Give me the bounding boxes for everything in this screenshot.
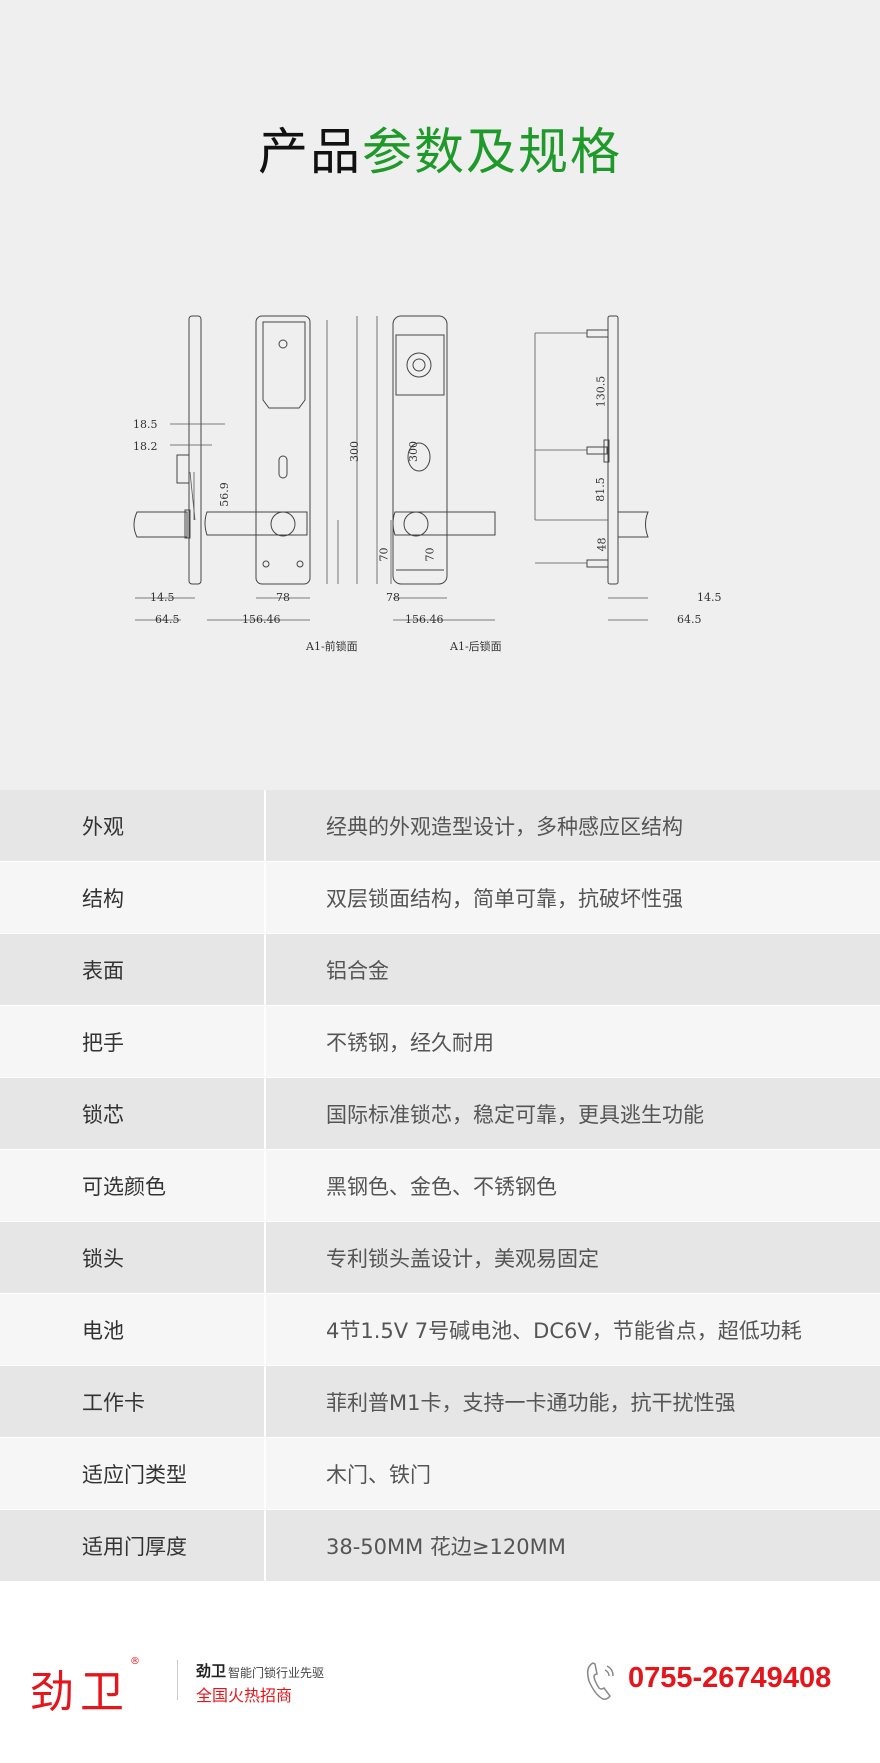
- spec-key: 结构: [0, 862, 266, 933]
- dim-156-front: 156.46: [242, 613, 281, 626]
- dim-70-front: 70: [377, 547, 391, 562]
- registered-mark: ®: [130, 1656, 146, 1667]
- spec-row: 外观 经典的外观造型设计，多种感应区结构: [0, 790, 880, 862]
- slogan: 智能门锁行业先驱: [228, 1666, 325, 1680]
- dim-48: 48: [595, 537, 609, 552]
- drawing-labels: 18.5 18.2 56.9 14.5 64.5 300 300 70 70 7…: [0, 0, 880, 700]
- spec-key: 锁芯: [0, 1078, 266, 1149]
- logo-text: 劲卫: [30, 1667, 130, 1718]
- spec-key: 工作卡: [0, 1366, 266, 1437]
- brand-logo: 劲卫®: [30, 1656, 146, 1720]
- spec-key: 锁头: [0, 1222, 266, 1293]
- dim-56-9: 56.9: [217, 482, 231, 507]
- spec-value: 木门、铁门: [326, 1462, 431, 1487]
- title-green: 参数及规格: [362, 123, 622, 181]
- dim-18-5: 18.5: [133, 418, 158, 431]
- lock-technical-drawing: [133, 315, 649, 621]
- spec-value: 双层锁面结构，简单可靠，抗破坏性强: [326, 886, 683, 911]
- spec-value: 专利锁头盖设计，美观易固定: [326, 1246, 599, 1271]
- spec-row: 适应门类型 木门、铁门: [0, 1438, 880, 1510]
- spec-row: 适用门厚度 38-50MM 花边≥120MM: [0, 1510, 880, 1582]
- spec-key: 适用门厚度: [0, 1510, 266, 1581]
- spec-value: 不锈钢，经久耐用: [326, 1030, 494, 1055]
- dim-156-back: 156.46: [405, 613, 444, 626]
- front-caption: A1-前锁面: [306, 640, 358, 653]
- spec-value: 4节1.5V 7号碱电池、DC6V，节能省点，超低功耗: [326, 1318, 802, 1343]
- spec-value: 黑钢色、金色、不锈钢色: [326, 1174, 557, 1199]
- spec-row: 电池 4节1.5V 7号碱电池、DC6V，节能省点，超低功耗: [0, 1294, 880, 1366]
- back-view: [392, 315, 496, 585]
- spec-key: 把手: [0, 1006, 266, 1077]
- spec-row: 结构 双层锁面结构，简单可靠，抗破坏性强: [0, 862, 880, 934]
- spec-row: 可选颜色 黑钢色、金色、不锈钢色: [0, 1150, 880, 1222]
- page-title: 产品参数及规格: [0, 112, 880, 184]
- dim-14-5-left: 14.5: [150, 591, 175, 604]
- side-view-right: [586, 315, 649, 585]
- brand-name: 劲卫: [196, 1662, 227, 1680]
- spec-key: 可选颜色: [0, 1150, 266, 1221]
- spec-row: 工作卡 菲利普M1卡，支持一卡通功能，抗干扰性强: [0, 1366, 880, 1438]
- spec-key: 表面: [0, 934, 266, 1005]
- spec-row: 锁芯 国际标准锁芯，稳定可靠，更具逃生功能: [0, 1078, 880, 1150]
- title-black: 产品: [258, 123, 362, 181]
- spec-value: 经典的外观造型设计，多种感应区结构: [326, 814, 683, 839]
- spec-row: 锁头 专利锁头盖设计，美观易固定: [0, 1222, 880, 1294]
- dim-81-5: 81.5: [593, 477, 607, 502]
- side-view-left: [133, 315, 202, 585]
- dim-64-5-left: 64.5: [155, 613, 180, 626]
- divider: [177, 1660, 178, 1700]
- spec-key: 电池: [0, 1294, 266, 1365]
- spec-key: 外观: [0, 790, 266, 861]
- dim-300-front: 300: [348, 441, 361, 462]
- dim-130-5: 130.5: [594, 375, 608, 408]
- dim-14-5-right: 14.5: [697, 591, 722, 604]
- spec-row: 表面 铝合金: [0, 934, 880, 1006]
- spec-key: 适应门类型: [0, 1438, 266, 1509]
- spec-value: 铝合金: [326, 958, 389, 983]
- dim-78-back: 78: [386, 591, 400, 604]
- dim-300-back: 300: [407, 441, 420, 462]
- footer: 劲卫® 劲卫 智能门锁行业先驱 全国火热招商 0755-26749408: [0, 1620, 880, 1720]
- dim-78-front: 78: [276, 591, 290, 604]
- franchise-invite: 全国火热招商: [196, 1686, 293, 1705]
- back-caption: A1-后锁面: [450, 640, 502, 653]
- spec-value: 38-50MM 花边≥120MM: [326, 1534, 566, 1559]
- spec-value: 国际标准锁芯，稳定可靠，更具逃生功能: [326, 1102, 704, 1127]
- phone-icon: [586, 1662, 614, 1700]
- spec-value: 菲利普M1卡，支持一卡通功能，抗干扰性强: [326, 1390, 736, 1415]
- spec-row: 把手 不锈钢，经久耐用: [0, 1006, 880, 1078]
- spec-table: 外观 经典的外观造型设计，多种感应区结构结构 双层锁面结构，简单可靠，抗破坏性强表面…: [0, 790, 880, 1582]
- front-view: [204, 315, 311, 585]
- phone-number[interactable]: 0755-26749408: [628, 1662, 832, 1694]
- dim-18-2: 18.2: [133, 440, 158, 453]
- dim-70-back: 70: [423, 547, 437, 562]
- dim-64-5-right: 64.5: [677, 613, 702, 626]
